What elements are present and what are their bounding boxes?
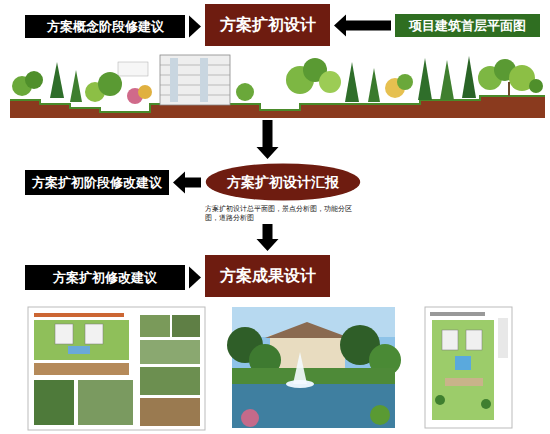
step-box: 方案扩初阶段修改建议 [25,170,169,195]
block-arrow [189,16,201,38]
step-box: 方案扩初修改建议 [25,265,185,290]
node-text: 方案扩初设计 [220,15,316,34]
node-text: 方案扩初阶段修改建议 [32,175,162,190]
trees [12,56,543,104]
node-text: 方案扩初设计汇报 [227,174,339,191]
node-text: 项目建筑首层平面图 [409,18,526,33]
block-arrow [189,267,201,289]
node-text: 方案扩初修改建议 [53,270,157,286]
step-box: 方案成果设计 [205,255,330,297]
block-arrow [334,15,391,37]
section-band [10,50,545,120]
report-ellipse: 方案扩初设计汇报 [205,163,361,201]
result-board-right [425,307,512,428]
ellipse-fill [206,163,360,200]
result-board-left [28,307,205,430]
result-rendering-photo [227,307,401,428]
step-box: 方案概念阶段修建议 [25,15,185,38]
node-text: 方案概念阶段修建议 [47,19,164,35]
note-text: 方案扩初设计总平面图，景点分析图，功能分区图，道路分析图 [205,205,365,224]
building [118,55,230,105]
node-text: 方案成果设计 [220,266,316,285]
step-box: 方案扩初设计 [205,4,330,46]
band-ground [10,50,545,120]
step-box: 项目建筑首层平面图 [395,14,540,37]
block-arrow [173,172,201,194]
